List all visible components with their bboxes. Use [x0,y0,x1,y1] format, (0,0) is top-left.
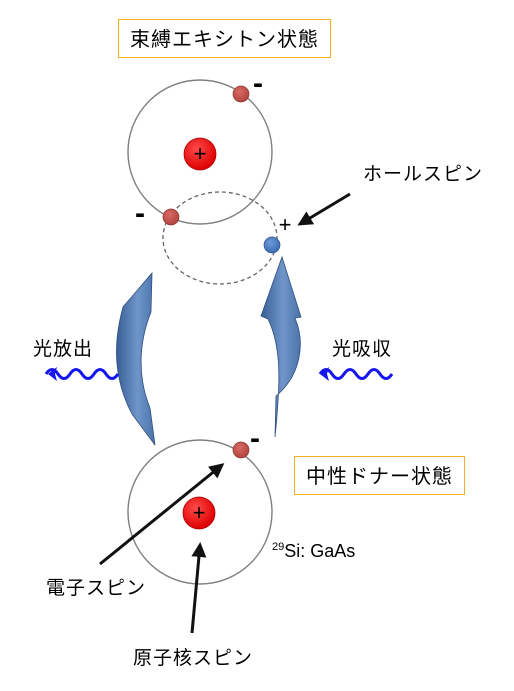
upper-electron-sign: - [253,67,263,100]
upper-nucleus [183,137,217,171]
hole [263,236,281,254]
lower-nucleus [182,496,216,530]
hole-orbit [162,191,278,285]
light-absorption-label: 光吸収 [332,338,393,360]
hole-spin-label: ホールスピン [363,163,484,185]
isotope-host: Si: GaAs [284,541,356,561]
bound-exciton-state-label: 束縛エキシトン状態 [118,19,331,58]
electron-spin-arrow [99,463,225,566]
absorption-photon-wave [318,368,394,380]
hole-spin-arrow [297,192,351,226]
light-emission-label: 光放出 [33,338,94,360]
emission-photon-wave [44,368,120,380]
neutral-donor-state-label: 中性ドナー状態 [294,456,465,495]
upper-orbit [127,79,273,225]
lower-electron [232,441,250,459]
upper-nucleus-sign: + [194,141,207,166]
lower-electron-sign: - [250,422,260,455]
upper-electron [232,85,250,103]
nuclear-spin-arrow [190,542,207,634]
emission-photon-head [48,367,57,381]
nuclear-spin-label: 原子核スピン [133,647,254,669]
absorption-photon-head [320,367,329,381]
lower-orbit [127,439,273,585]
hole-sign: + [279,212,292,237]
electron-spin-label: 電子スピン [46,577,147,599]
absorption-curved-arrow [260,255,302,438]
lower-nucleus-sign: + [193,500,206,525]
emission-curved-arrow [116,271,156,446]
isotope-label: 29Si: GaAs [272,541,356,561]
isotope-mass-number: 29 [272,541,285,553]
left-electron [162,208,180,226]
left-electron-sign: - [135,197,145,230]
